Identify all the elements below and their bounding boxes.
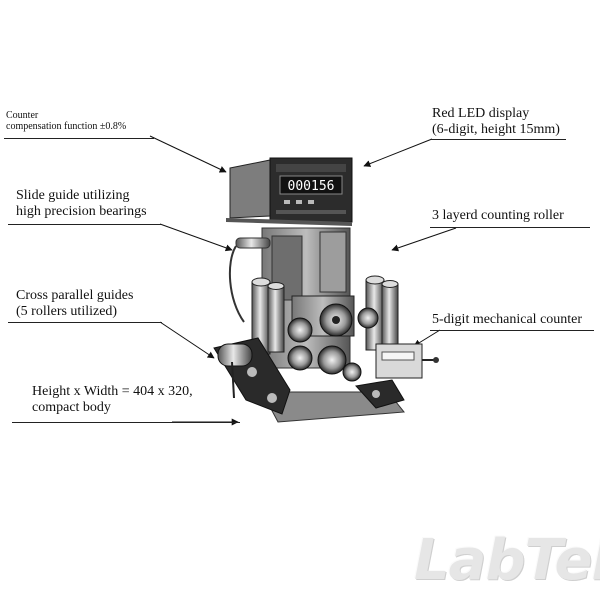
- led-display-value: 000156: [288, 179, 335, 194]
- underline-cross-parallel: [8, 322, 162, 323]
- leader-mechanical-counter: [413, 329, 441, 347]
- leader-slide-guide: [159, 223, 233, 252]
- label-red-led: Red LED display (6-digit, height 15mm): [432, 106, 560, 137]
- label-dimensions-line-1: Height x Width = 404 x 320,: [32, 384, 193, 399]
- leader-counter-compensation: [149, 135, 227, 173]
- label-dimensions-line-2: compact body: [32, 399, 111, 415]
- leader-counting-roller: [391, 227, 457, 252]
- underline-red-led: [430, 139, 566, 140]
- label-counter-compensation: Counter compensation function ±0.8%: [6, 110, 126, 132]
- label-counter-compensation-line-2: compensation function ±0.8%: [6, 121, 127, 133]
- slide-guide-rod: [235, 237, 271, 249]
- label-red-led-line-1: Red LED display: [432, 106, 530, 121]
- labtek-watermark-logo: LabTek: [414, 528, 600, 593]
- side-brackets: [213, 337, 405, 415]
- mechanical-counter: [375, 343, 439, 379]
- underline-counting-roller: [430, 227, 590, 228]
- label-counting-roller: 3 layerd counting roller: [432, 208, 564, 224]
- led-counter-box: 000156: [226, 157, 353, 226]
- label-mechanical-counter: 5-digit mechanical counter: [432, 312, 582, 328]
- underline-counter-compensation: [4, 138, 154, 139]
- underline-mechanical-counter: [430, 330, 594, 331]
- label-dimensions: Height x Width = 404 x 320, compact body: [32, 384, 193, 415]
- counting-rollers: [287, 295, 379, 382]
- guide-cylinders: [251, 275, 399, 355]
- label-cross-parallel-line-2: (5 rollers utilized): [16, 303, 118, 319]
- leader-cross-parallel: [159, 321, 215, 359]
- label-mechanical-counter-line-1: 5-digit mechanical counter: [432, 312, 583, 327]
- label-cross-parallel: Cross parallel guides (5 rollers utilize…: [16, 288, 133, 319]
- leader-red-led: [363, 138, 433, 167]
- underline-slide-guide: [8, 224, 162, 225]
- label-counting-roller-line-1: 3 layerd counting roller: [432, 208, 564, 223]
- label-cross-parallel-line-1: Cross parallel guides: [16, 288, 134, 303]
- label-red-led-line-2: (6-digit, height 15mm): [432, 121, 560, 137]
- underline-dimensions: [12, 422, 240, 423]
- label-slide-guide-line-1: Slide guide utilizing: [16, 188, 130, 203]
- label-slide-guide: Slide guide utilizing high precision bea…: [16, 188, 147, 219]
- web-counter-device: 000156: [213, 157, 439, 423]
- label-counter-compensation-line-1: Counter: [6, 110, 39, 121]
- label-slide-guide-line-2: high precision bearings: [16, 203, 147, 219]
